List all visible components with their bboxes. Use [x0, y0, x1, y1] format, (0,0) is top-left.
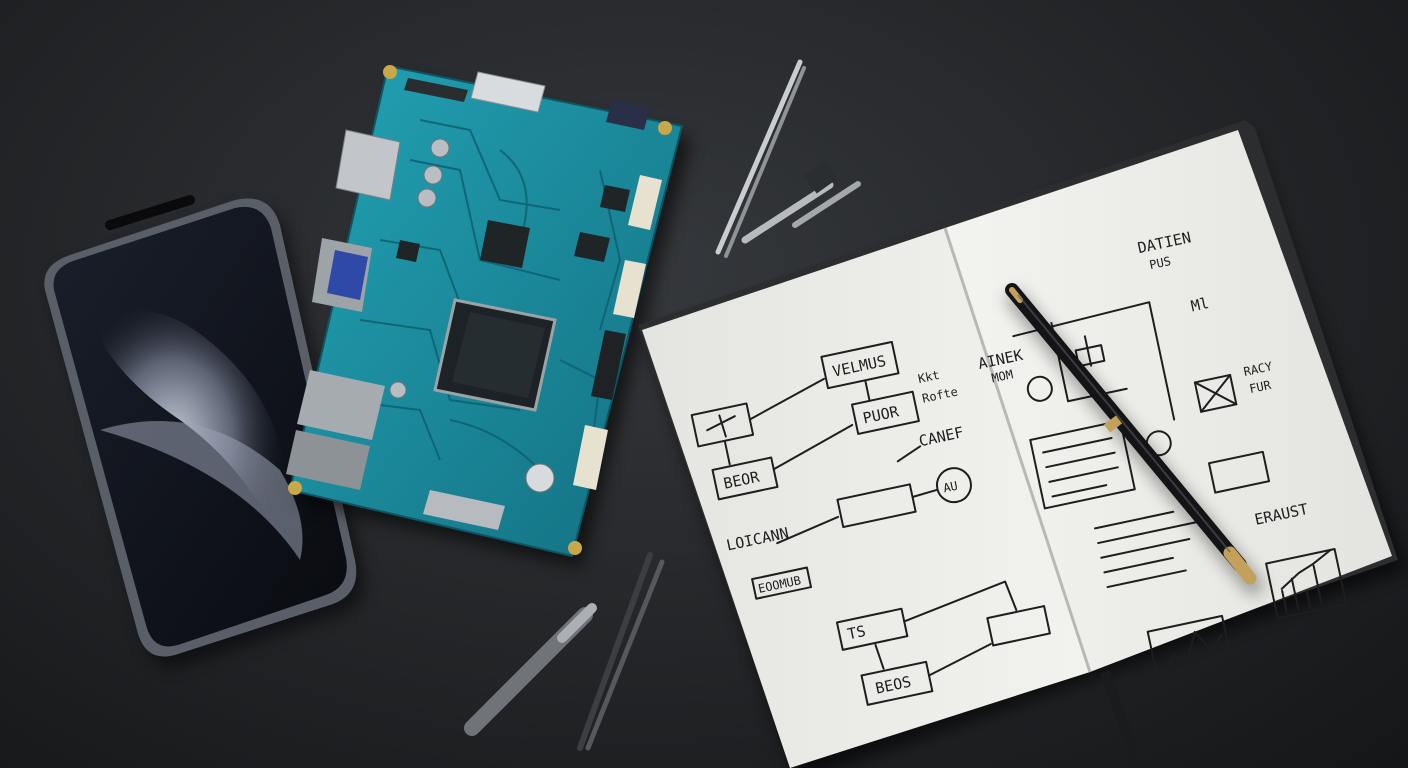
sata-port	[606, 100, 650, 130]
ethernet-port	[297, 370, 385, 440]
label-mom: MOM	[990, 367, 1014, 385]
label-pus: PUS	[1148, 254, 1172, 272]
screwdriver-bits	[741, 160, 861, 244]
label-au: AU	[942, 479, 959, 496]
screwdriver-bottom	[464, 603, 597, 736]
chip	[480, 220, 530, 268]
tweezers-bottom	[577, 552, 665, 751]
pen	[1005, 283, 1263, 595]
label-racy: RACY	[1242, 359, 1274, 379]
phone-notch	[105, 195, 195, 230]
coin-cell	[525, 463, 555, 493]
notebook	[638, 120, 1406, 768]
text-block	[1029, 419, 1136, 510]
side-header	[628, 175, 662, 230]
label-kkt: Kkt	[917, 368, 941, 386]
label-ts: TS	[846, 622, 867, 643]
tweezers-top	[715, 59, 806, 258]
diagram-arrow	[749, 377, 826, 420]
usb-connector	[470, 71, 546, 113]
cross-box	[1193, 373, 1238, 413]
capacitor	[430, 138, 450, 158]
label-fur: FUR	[1248, 378, 1273, 396]
label-ml: Ml	[1189, 294, 1210, 315]
dvi-port	[335, 129, 401, 201]
bar-chart-sketch	[1265, 548, 1348, 620]
smartphone	[44, 195, 365, 667]
pen-tip	[1009, 287, 1023, 303]
vga-port	[327, 250, 368, 300]
pin-header	[404, 78, 468, 102]
notebook-right-page	[945, 130, 1392, 672]
wallpaper-swirl	[95, 310, 292, 560]
bookmark-ribbon	[1100, 670, 1143, 766]
circuit-board	[286, 64, 692, 568]
line-chart-sketch	[1146, 614, 1236, 690]
hdmi-port	[423, 490, 505, 530]
chip	[574, 232, 610, 262]
notebook-left-page	[642, 228, 1090, 768]
